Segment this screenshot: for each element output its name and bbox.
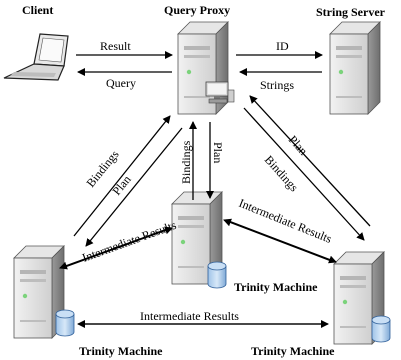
laptop-icon bbox=[3, 33, 69, 81]
intermediate-right-arrow-a bbox=[225, 219, 337, 264]
plan-right-arrow bbox=[243, 107, 365, 241]
trinity-left-database-icon bbox=[55, 309, 75, 337]
trinity-left-label: Trinity Machine bbox=[79, 344, 163, 358]
intermediate-right-edge-label: Intermediate Results bbox=[237, 196, 334, 246]
query-edge-label: Query bbox=[106, 76, 136, 90]
bindings-left-arrow bbox=[73, 115, 171, 237]
bindings-right-arrow bbox=[249, 95, 371, 227]
plan-left-edge-label: Plan bbox=[109, 172, 133, 197]
string-server-label: String Server bbox=[316, 5, 386, 19]
string-server-icon bbox=[329, 21, 381, 115]
result-edge-label: Result bbox=[100, 39, 131, 53]
desktop-computer-icon bbox=[205, 81, 235, 104]
plan-center-edge-label: Plan bbox=[211, 142, 225, 163]
intermediate-left-arrow-b bbox=[61, 226, 173, 269]
plan-right-edge-label: Plan bbox=[286, 133, 311, 158]
intermediate-right-arrow-b bbox=[223, 218, 335, 263]
trinity-center-database-icon bbox=[207, 261, 227, 289]
bindings-center-edge-label: Bindings bbox=[179, 140, 193, 184]
trinity-right-database-icon bbox=[371, 315, 391, 343]
client-label: Client bbox=[22, 3, 53, 17]
bindings-right-edge-label: Bindings bbox=[262, 153, 302, 195]
intermediate-left-arrow-a bbox=[59, 227, 171, 270]
query-proxy-label: Query Proxy bbox=[164, 3, 230, 17]
intermediate-left-edge-label: Intermediate Results bbox=[80, 218, 178, 265]
id-edge-label: ID bbox=[276, 39, 289, 53]
trinity-right-label: Trinity Machine bbox=[251, 344, 335, 358]
trinity-center-label: Trinity Machine bbox=[234, 280, 318, 294]
intermediate-bottom-edge-label: Intermediate Results bbox=[140, 309, 239, 323]
plan-left-arrow bbox=[85, 127, 183, 247]
strings-edge-label: Strings bbox=[260, 78, 294, 92]
